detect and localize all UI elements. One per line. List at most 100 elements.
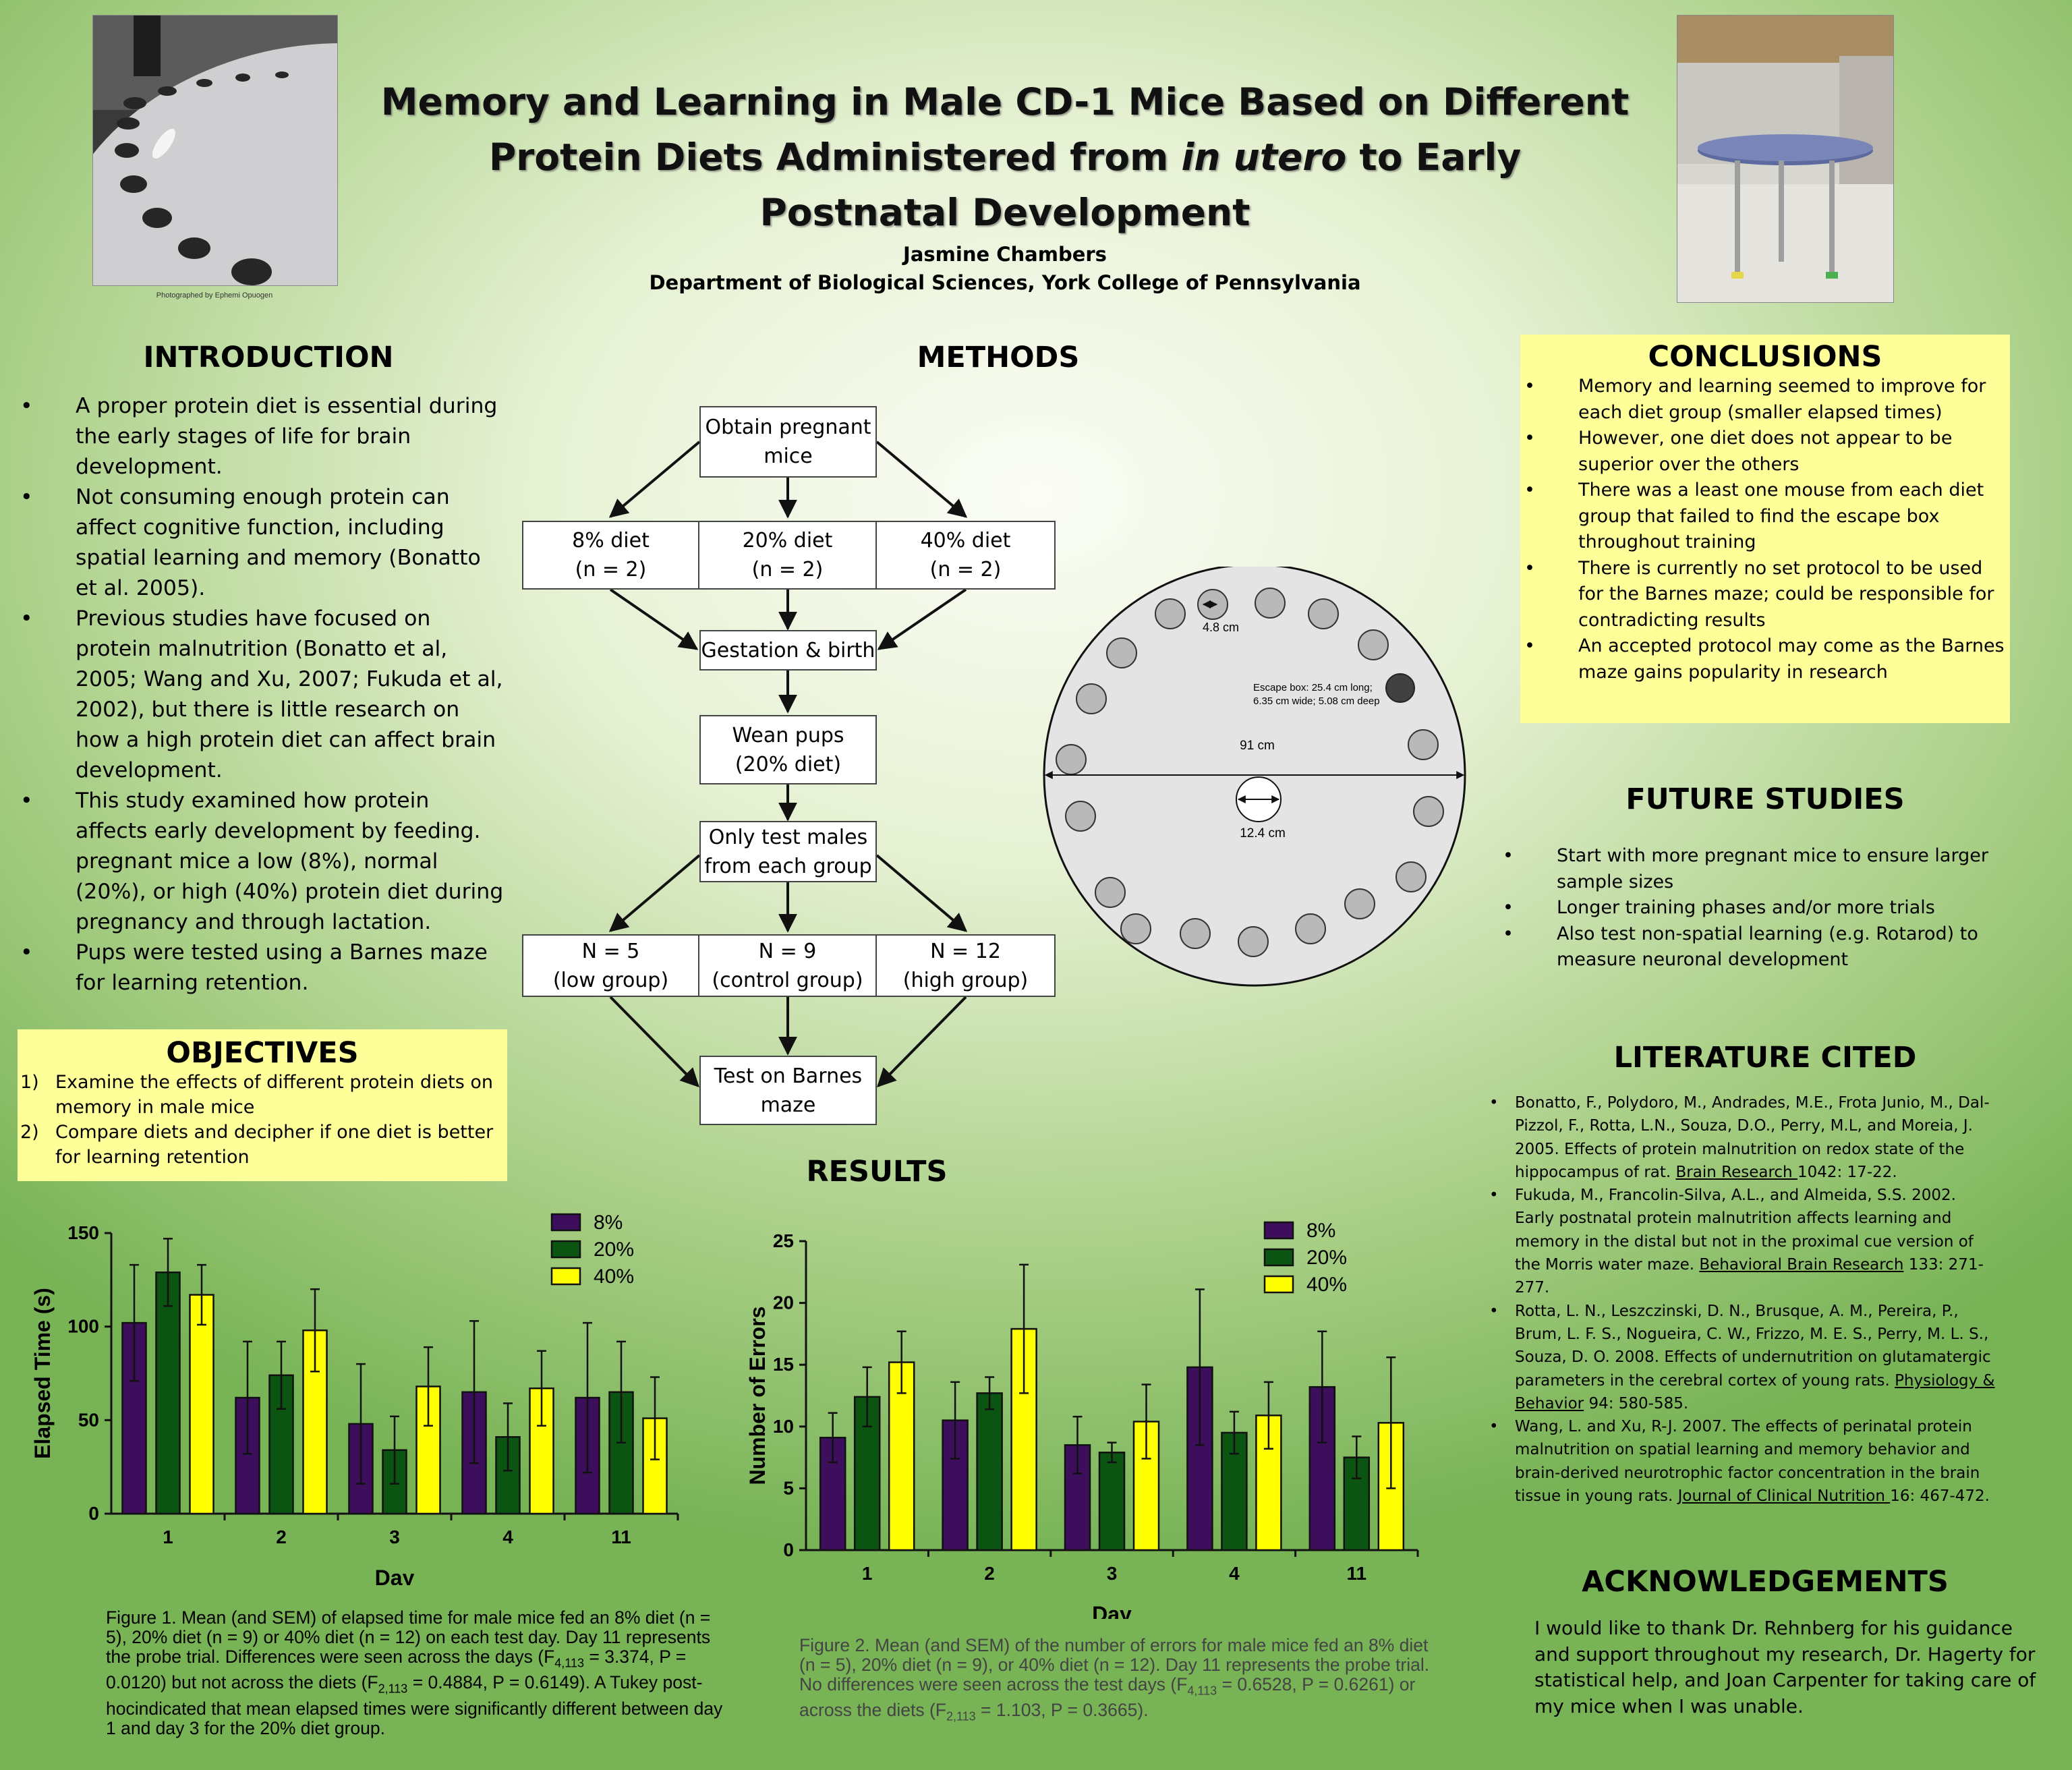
center-size-label: 12.4 cm <box>1240 826 1286 840</box>
conclusions-list: Memory and learning seemed to improve fo… <box>1520 374 2010 685</box>
conclusions-box: CONCLUSIONS Memory and learning seemed t… <box>1520 335 2010 723</box>
escape-box-label-1: Escape box: 25.4 cm long; <box>1253 682 1373 693</box>
objectives-heading: OBJECTIVES <box>166 1036 359 1070</box>
future-studies-heading: FUTURE STUDIES <box>1625 782 1905 816</box>
flow-males: Only test males from each group <box>699 821 877 882</box>
maze-hole <box>1120 913 1151 944</box>
maze-hole <box>1408 729 1439 760</box>
flow-control-group: N = 9 (control group) <box>698 934 877 997</box>
reference-item: Bonatto, F., Polydoro, M., Andrades, M.E… <box>1489 1091 1995 1184</box>
objectives-list: 1)Examine the effects of different prote… <box>18 1070 507 1170</box>
flow-wean: Wean pups (20% diet) <box>699 715 877 784</box>
bar <box>155 1271 181 1515</box>
future-item: Also test non-spatial learning (e.g. Rot… <box>1499 921 2018 973</box>
x-tick-label: 2 <box>984 1563 995 1584</box>
flow-diet-40: 40% diet (n = 2) <box>875 521 1056 590</box>
maze-hole <box>1180 918 1211 949</box>
x-tick-label: 11 <box>611 1526 631 1547</box>
title-line-1: Memory and Learning in Male CD-1 Mice Ba… <box>380 80 1630 123</box>
future-item: Start with more pregnant mice to ensure … <box>1499 843 2018 895</box>
flow-obtain-mice: Obtain pregnant mice <box>699 406 877 478</box>
reference-item: Wang, L. and Xu, R-J. 2007. The effects … <box>1489 1415 1995 1508</box>
y-axis-label: Elapsed Time (s) <box>30 1288 55 1459</box>
reference-item: Fukuda, M., Francolin-Silva, A.L., and A… <box>1489 1184 1995 1299</box>
x-tick-label: 4 <box>502 1526 513 1547</box>
maze-hole <box>1065 801 1096 832</box>
legend-swatch <box>1263 1275 1294 1294</box>
maze-hole <box>1155 598 1186 629</box>
reference-item: Rotta, L. N., Leszczinski, D. N., Brusqu… <box>1489 1300 1995 1415</box>
bar <box>495 1436 521 1515</box>
title-line-3: Postnatal Development <box>759 191 1250 234</box>
legend-label: 40% <box>1306 1274 1347 1296</box>
x-axis-label: Day <box>1092 1602 1132 1619</box>
legend-swatch <box>1263 1221 1294 1240</box>
flow-test-barnes: Test on Barnes maze <box>699 1056 877 1125</box>
methods-heading: METHODS <box>917 341 1080 374</box>
conclusions-heading: CONCLUSIONS <box>1648 340 1882 374</box>
intro-item: Previous studies have focused on protein… <box>19 604 505 786</box>
acknowledgements-text: I would like to thank Dr. Rehnberg for h… <box>1534 1617 2036 1717</box>
intro-item: Pups were tested using a Barnes maze for… <box>19 938 505 998</box>
maze-hole <box>1095 877 1126 908</box>
legend-label: 20% <box>1306 1247 1347 1269</box>
future-item: Longer training phases and/or more trial… <box>1499 895 2018 921</box>
intro-item: A proper protein diet is essential durin… <box>19 391 505 482</box>
flow-diet-8: 8% diet (n = 2) <box>522 521 699 590</box>
y-tick-label: 15 <box>773 1354 794 1375</box>
legend-label: 8% <box>1306 1220 1335 1242</box>
bar <box>1098 1452 1126 1551</box>
photo-credit: Photographed by Ephemi Opuogen <box>156 291 273 299</box>
x-tick-label: 1 <box>862 1563 873 1584</box>
hole-size-label: 4.8 cm <box>1203 621 1239 634</box>
conclusion-item: However, one diet does not appear to be … <box>1520 426 2010 478</box>
flow-diet-20: 20% diet (n = 2) <box>698 521 877 590</box>
y-tick-label: 100 <box>67 1316 99 1337</box>
intro-item: Not consuming enough protein can affect … <box>19 482 505 604</box>
diameter-label: 91 cm <box>1240 739 1275 753</box>
y-tick-label: 150 <box>67 1222 99 1243</box>
escape-box-hole <box>1385 673 1415 703</box>
legend-label: 8% <box>594 1211 623 1234</box>
y-tick-label: 5 <box>783 1477 794 1498</box>
objective-item: 1)Examine the effects of different prote… <box>20 1072 494 1118</box>
department: Department of Biological Sciences, York … <box>649 271 1361 294</box>
figure2-caption: Figure 2. Mean (and SEM) of the number o… <box>799 1635 1430 1723</box>
barnes-maze-photo-right <box>1677 15 1894 303</box>
maze-hole <box>1308 598 1339 629</box>
maze-hole <box>1255 588 1286 619</box>
future-studies-list: Start with more pregnant mice to ensure … <box>1499 843 2018 973</box>
maze-platform <box>1043 567 1466 987</box>
legend-swatch <box>550 1213 581 1232</box>
acknowledgements-heading: ACKNOWLEDGEMENTS <box>1582 1565 1949 1599</box>
poster-title: Memory and Learning in Male CD-1 Mice Ba… <box>378 74 1632 240</box>
legend-label: 40% <box>594 1265 634 1288</box>
maze-hole <box>1076 683 1107 714</box>
maze-hole <box>1358 629 1389 660</box>
maze-hole <box>1295 913 1326 944</box>
x-tick-label: 3 <box>1107 1563 1118 1584</box>
x-tick-label: 11 <box>1346 1563 1366 1584</box>
y-tick-label: 0 <box>88 1503 99 1524</box>
conclusion-item: An accepted protocol may come as the Bar… <box>1520 633 2010 685</box>
x-tick-label: 1 <box>163 1526 173 1547</box>
maze-hole <box>1238 926 1269 957</box>
barnes-maze-photo-left <box>92 15 338 286</box>
bar <box>189 1294 214 1515</box>
author-name: Jasmine Chambers <box>903 243 1107 266</box>
flow-gestation: Gestation & birth <box>699 630 877 670</box>
objective-item: 2)Compare diets and decipher if one diet… <box>20 1122 494 1168</box>
y-tick-label: 25 <box>773 1230 794 1251</box>
y-tick-label: 10 <box>773 1416 794 1437</box>
maze-hole <box>1413 796 1444 827</box>
maze-hole <box>1106 637 1137 668</box>
literature-list: Bonatto, F., Polydoro, M., Andrades, M.E… <box>1489 1091 1995 1508</box>
y-tick-label: 0 <box>783 1539 794 1560</box>
conclusion-item: There is currently no set protocol to be… <box>1520 556 2010 634</box>
escape-box-label-2: 6.35 cm wide; 5.08 cm deep <box>1253 695 1380 707</box>
bar <box>976 1392 1003 1551</box>
legend-label: 20% <box>594 1238 634 1261</box>
